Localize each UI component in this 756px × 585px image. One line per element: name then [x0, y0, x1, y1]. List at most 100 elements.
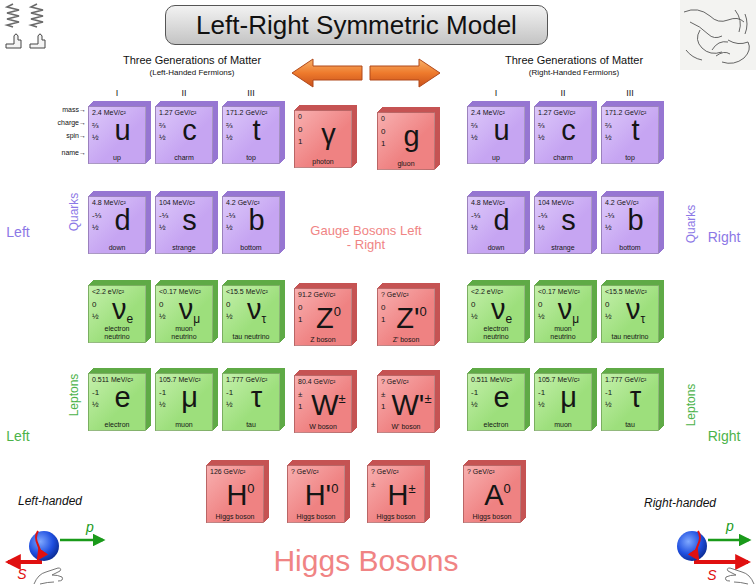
- particle-name: down: [90, 244, 144, 252]
- mass-value: 1.777 GeV/c²: [226, 376, 267, 384]
- mass-value: <2.2 eV/c²: [471, 288, 503, 296]
- particle-name: tau neutrino: [230, 333, 272, 341]
- mass-value: 171.2 GeV/c²: [605, 109, 646, 117]
- charge-value: 0: [605, 300, 609, 309]
- particle-card: e0.511 MeV/c²-1½electron: [88, 373, 146, 431]
- mass-value: <0.17 MeV/c²: [159, 288, 201, 296]
- spin-value: ½: [159, 223, 166, 232]
- symbol-subscript: μ: [193, 312, 200, 326]
- arrow-right: [370, 59, 440, 87]
- symbol-group: W±: [307, 384, 350, 420]
- symbol-group: A0: [476, 474, 519, 510]
- spin-value: ½: [538, 223, 545, 232]
- side-label: Right: [708, 429, 741, 444]
- symbol-superscript: 0: [334, 304, 341, 319]
- group-label: Leptons: [685, 384, 698, 427]
- mass-value: ? GeV/c²: [291, 468, 319, 476]
- particle-card: s104 MeV/c²-⅓½strange: [155, 196, 213, 254]
- key-label: name→: [61, 149, 86, 157]
- generation-number: I: [495, 89, 498, 99]
- spin-value: ½: [538, 133, 545, 142]
- spin-value: ½: [92, 133, 99, 142]
- mass-value: 1.27 GeV/c²: [159, 109, 196, 117]
- charge-value: ⅔: [605, 121, 612, 130]
- particle-name: Z' boson: [379, 336, 433, 344]
- symbol-group: t: [235, 115, 278, 145]
- symbol-superscript: ±: [424, 391, 431, 406]
- particle-symbol: τ: [251, 381, 262, 413]
- particle-card: s104 MeV/c²-⅓½strange: [534, 196, 592, 254]
- particle-name: W' boson: [379, 423, 433, 431]
- left-right-arrow: [292, 59, 440, 87]
- spin-value: ½: [471, 400, 478, 409]
- particle-symbol: μ: [560, 381, 577, 413]
- particle-symbol: ν: [558, 293, 573, 325]
- particle-symbol: c: [561, 114, 576, 146]
- symbol-group: b: [235, 205, 278, 235]
- gauge-bosons-label: Gauge Bosons Left - Right: [308, 224, 424, 253]
- mass-value: ? GeV/c²: [371, 468, 399, 476]
- particle-name: W boson: [296, 423, 350, 431]
- symbol-superscript: ±: [408, 481, 415, 496]
- charge-value: -1: [226, 388, 233, 397]
- symbol-superscript: 0: [420, 304, 427, 319]
- mass-value: 105.7 MeV/c²: [538, 376, 580, 384]
- sketch-line: [690, 22, 722, 38]
- symbol-subscript: τ: [640, 312, 645, 326]
- charge-value: ⅔: [92, 121, 99, 130]
- hand-sketch: [34, 568, 63, 584]
- particle-symbol: γ: [321, 118, 336, 150]
- symbol-group: H0: [219, 474, 262, 510]
- sketch-line: [722, 40, 749, 63]
- symbol-subscript: μ: [572, 312, 579, 326]
- particle-symbol: W: [311, 389, 338, 421]
- symbol-group: Z0: [307, 297, 350, 333]
- spring-coil: [31, 4, 43, 27]
- key-label: charge→: [58, 119, 86, 127]
- momentum-arrow: [60, 539, 103, 542]
- particle-name: bottom: [224, 244, 278, 252]
- charge-value: 0: [471, 300, 475, 309]
- key-label: mass→: [62, 106, 86, 114]
- sketch-line: [735, 10, 747, 34]
- spin-value: ½: [159, 133, 166, 142]
- symbol-subscript: τ: [261, 312, 266, 326]
- symbol-group: d: [480, 205, 523, 235]
- particle-symbol: H': [305, 479, 331, 511]
- symbol-group: μ: [547, 382, 590, 412]
- mass-value: ? GeV/c²: [381, 291, 409, 299]
- charge-value: -⅓: [605, 211, 614, 220]
- mass-value: 104 MeV/c²: [159, 199, 195, 207]
- charge-value: -1: [92, 388, 99, 397]
- spring-icons: [7, 4, 43, 27]
- particle-card: ντ<15.5 MeV/c²0½tau neutrino: [222, 285, 280, 343]
- particle-name: photon: [296, 158, 350, 166]
- generation-number: II: [181, 89, 186, 99]
- symbol-group: ντ: [614, 294, 657, 334]
- charge-value: ⅔: [159, 121, 166, 130]
- particle-symbol: c: [182, 114, 197, 146]
- mass-value: 4.8 MeV/c²: [471, 199, 505, 207]
- particle-card: H'0? GeV/c²Higgs boson: [287, 465, 345, 523]
- mass-value: 105.7 MeV/c²: [159, 376, 201, 384]
- higgs-bosons-label: Higgs Bosons: [273, 544, 458, 577]
- handedness-label: Right-handed: [644, 497, 716, 510]
- particle-card: c1.27 GeV/c²⅔½charm: [534, 106, 592, 164]
- particle-symbol: g: [403, 120, 419, 152]
- particle-name: top: [224, 154, 278, 162]
- symbol-group: Z'0: [390, 297, 433, 333]
- side-label: Left: [6, 429, 29, 444]
- symbol-group: τ: [614, 382, 657, 412]
- particle-card: νe<2.2 eV/c²0½electron neutrino: [88, 285, 146, 343]
- particle-name: muon neutrino: [163, 325, 205, 340]
- particle-symbol: e: [493, 381, 509, 413]
- particle-symbol: Z: [316, 302, 334, 334]
- particle-card: A0? GeV/c²Higgs boson: [463, 465, 521, 523]
- charge-value: -⅓: [92, 211, 101, 220]
- mass-value: <0.17 MeV/c²: [538, 288, 580, 296]
- spin-value: 1: [298, 315, 302, 324]
- particle-symbol: d: [493, 204, 509, 236]
- particle-symbol: u: [114, 114, 130, 146]
- thumb-icon: [30, 34, 45, 48]
- symbol-group: u: [480, 115, 523, 145]
